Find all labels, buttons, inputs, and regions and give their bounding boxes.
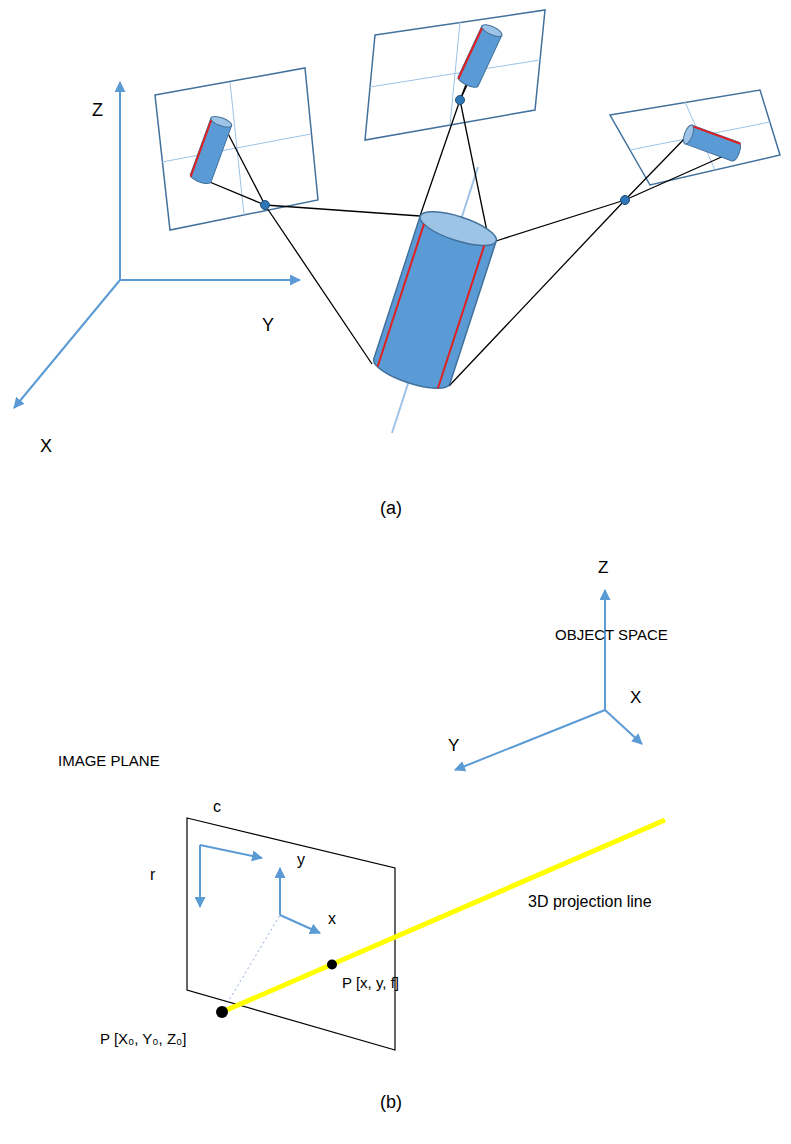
axis-label: c (213, 798, 221, 816)
subfigure-label: (a) (380, 498, 402, 519)
image-point (327, 960, 337, 970)
axis-label: r (150, 866, 155, 884)
axis-label: Z (92, 100, 103, 121)
image-plane (155, 68, 318, 230)
point-label: P [x, y, f] (342, 974, 399, 991)
axis-label: x (328, 910, 336, 928)
image-cylinder (681, 124, 742, 163)
image-plane (187, 818, 395, 1050)
image-axes (200, 845, 320, 933)
axis-label: Z (598, 558, 608, 578)
point-label: P [X₀, Y₀, Z₀] (100, 1030, 186, 1047)
image-plane (365, 10, 545, 140)
axis-label: X (40, 436, 52, 457)
image-plane (610, 90, 780, 185)
subfigure-label: (b) (380, 1092, 402, 1113)
x-axis (14, 280, 120, 408)
axis-label: Y (448, 736, 459, 756)
plane-label: IMAGE PLANE (58, 752, 160, 769)
line-label: 3D projection line (528, 893, 652, 911)
projection-center (216, 1006, 228, 1018)
axis-label: Y (262, 315, 274, 336)
image-cylinder (457, 22, 504, 89)
axes-b (455, 590, 642, 770)
space-label: OBJECT SPACE (555, 626, 668, 643)
z-axis (119, 82, 121, 280)
perspective-centers (261, 96, 630, 210)
axis-label: X (630, 688, 641, 708)
axis-label: y (297, 851, 305, 869)
projection-line (222, 820, 665, 1012)
plane-grid (162, 22, 770, 215)
y-axis (120, 279, 300, 281)
image-cylinder (189, 114, 233, 185)
main-cylinder (370, 205, 500, 395)
